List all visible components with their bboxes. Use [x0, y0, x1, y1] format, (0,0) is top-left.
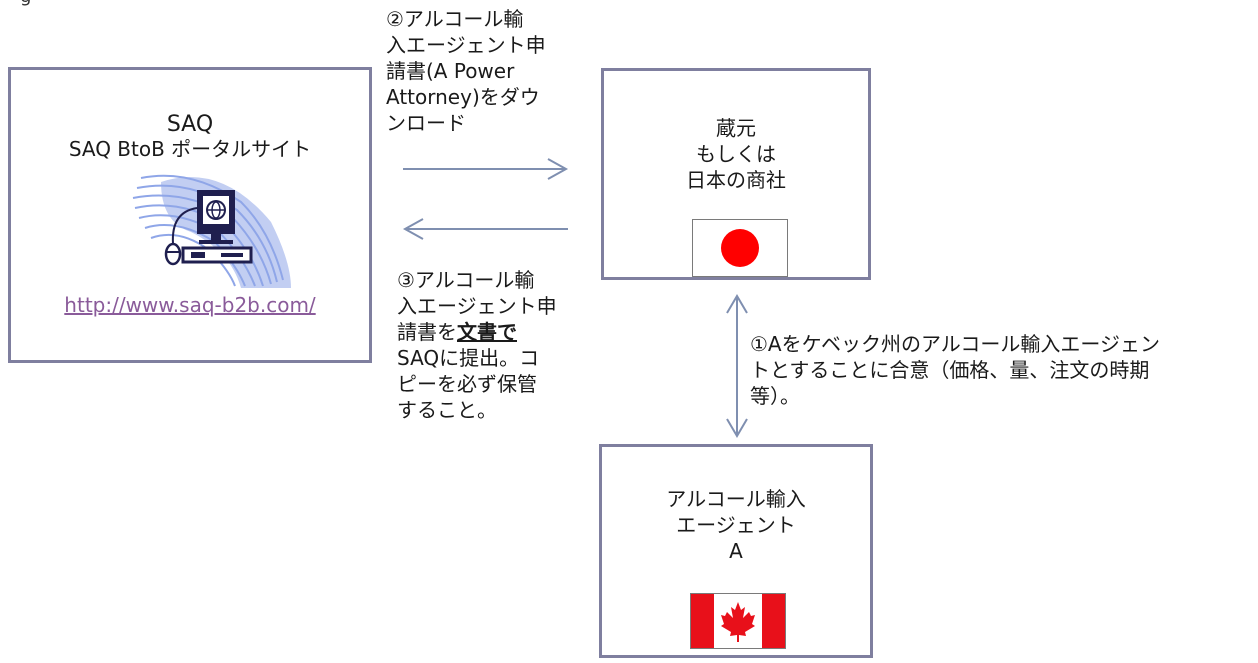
agreement-arrow: [726, 294, 748, 438]
computer-globe-icon: [132, 174, 291, 288]
saq-subtitle: SAQ BtoB ポータルサイト: [68, 137, 312, 161]
step1-text: ①Aをケベック州のアルコール輸入エージェン トとすることに合意（価格、量、注文の…: [750, 332, 1161, 408]
agent-label: アルコール輸入 エージェント A: [666, 487, 806, 563]
japan-flag-icon: [692, 219, 788, 277]
saq-box: SAQ SAQ BtoB ポータルサイト http://www.sa: [8, 67, 372, 363]
top-clipped-text: g: [20, 0, 31, 7]
saq-title: SAQ: [166, 112, 214, 137]
step3-text: ③アルコール輸 入エージェント申 請書を文書で SAQに提出。コ ピーを必ず保管…: [397, 267, 597, 423]
download-arrow: [403, 158, 569, 180]
canada-flag-icon: [690, 593, 786, 649]
step3-text-post: SAQに提出。コ ピーを必ず保管 すること。: [397, 346, 540, 422]
step2-text: ②アルコール輸 入エージェント申 請書(A Power Attorney)をダウ…: [386, 7, 546, 135]
brewer-label: 蔵元 もしくは 日本の商社: [686, 116, 786, 192]
step3-emphasis: 文書で: [457, 320, 517, 344]
submit-arrow: [402, 218, 568, 240]
step3-text-pre: ③アルコール輸 入エージェント申 請書を: [397, 268, 557, 344]
brewer-box: 蔵元 もしくは 日本の商社: [601, 68, 871, 280]
saq-b2b-link[interactable]: http://www.saq-b2b.com/: [64, 293, 316, 317]
agent-box: アルコール輸入 エージェント A: [599, 444, 873, 658]
